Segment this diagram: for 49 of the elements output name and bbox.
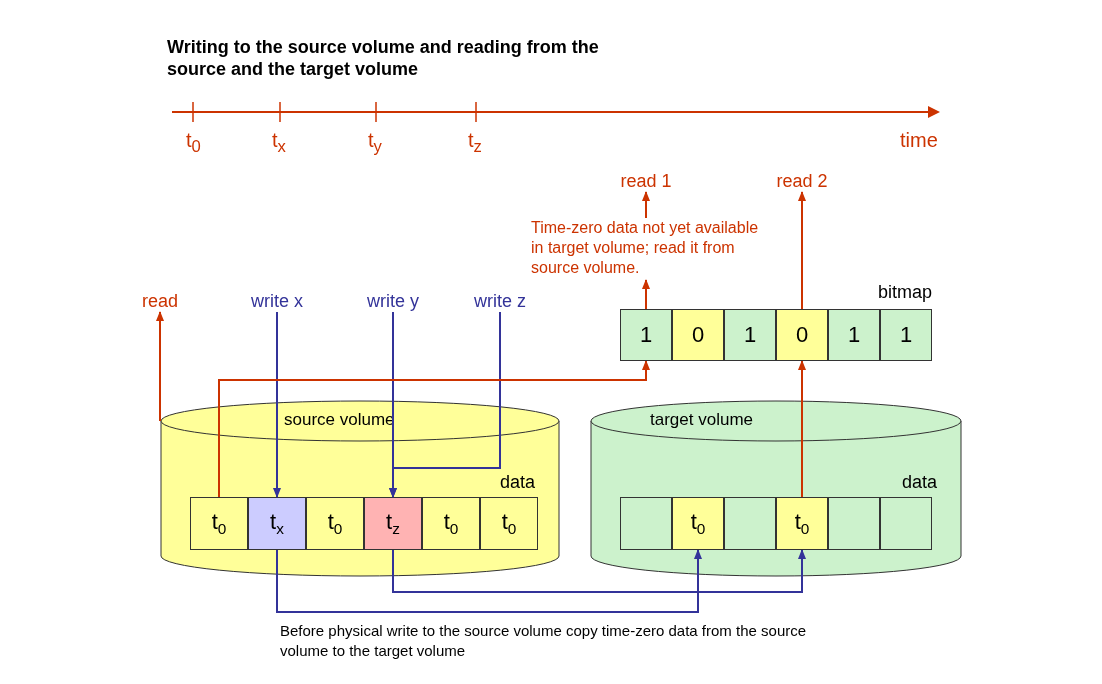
arrow	[389, 311, 501, 498]
read-label: read 1	[611, 170, 681, 192]
read-label: read 2	[767, 170, 837, 192]
data-cell	[828, 497, 880, 550]
arrow	[798, 191, 806, 310]
bitmap-cell: 1	[828, 309, 880, 361]
volume-label: source volume	[284, 410, 395, 430]
arrow	[273, 311, 281, 498]
bitmap-cell: 0	[672, 309, 724, 361]
cylinder	[590, 400, 962, 578]
arrow	[156, 311, 164, 422]
data-cell: t$_{0}$	[776, 497, 828, 550]
arrow	[642, 191, 650, 219]
arrow	[218, 360, 650, 498]
arrow	[392, 549, 806, 593]
data-cell: t$_{0}$	[190, 497, 248, 550]
arrow	[798, 360, 806, 498]
axis-label: time	[900, 130, 938, 150]
tick-label: t$_{y}$	[368, 130, 382, 157]
write-label: write z	[460, 290, 540, 312]
bitmap-cell: 1	[724, 309, 776, 361]
data-cell	[724, 497, 776, 550]
write-label: write y	[353, 290, 433, 312]
write-label: write x	[237, 290, 317, 312]
bitmap-cell: 1	[620, 309, 672, 361]
data-cell: t$_{0}$	[306, 497, 364, 550]
arrow	[276, 549, 702, 613]
title: Writing to the source volume and reading from the source and the target volume	[167, 36, 600, 80]
read-label: read	[138, 290, 182, 312]
data-label: data	[902, 472, 938, 493]
arrow	[642, 279, 650, 310]
data-cell	[620, 497, 672, 550]
data-cell: t$_{x}$	[248, 497, 306, 550]
data-label: data	[500, 472, 536, 493]
tick-label: t$_{x}$	[272, 130, 286, 157]
data-cell: t$_{0}$	[480, 497, 538, 550]
tick-label: t$_{z}$	[468, 130, 482, 157]
note-text: Time-zero data not yet available in target volume; read it from source volume.	[531, 218, 761, 280]
note-text: Before physical write to the source volume copy time-zero data from the source volume to the target volume	[280, 621, 808, 661]
bitmap-label: bitmap	[878, 282, 933, 302]
data-cell	[880, 497, 932, 550]
tick-label: t$_{0}$	[186, 130, 201, 157]
bitmap-cell: 1	[880, 309, 932, 361]
bitmap-cell: 0	[776, 309, 828, 361]
data-cell: t$_{0}$	[422, 497, 480, 550]
cylinder	[160, 400, 560, 578]
data-cell: t$_{z}$	[364, 497, 422, 550]
data-cell: t$_{0}$	[672, 497, 724, 550]
volume-label: target volume	[650, 410, 753, 430]
